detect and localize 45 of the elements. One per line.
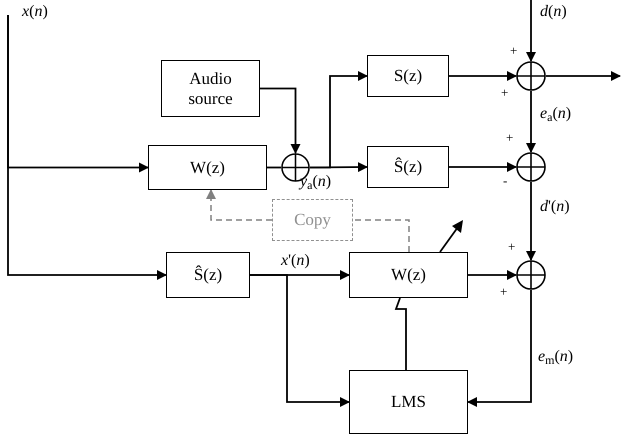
block-label: S(z): [392, 66, 424, 86]
block-label: Copy: [293, 210, 332, 230]
arrow: [449, 162, 517, 172]
block-box: [349, 252, 468, 298]
signal-label: d(n): [540, 4, 567, 20]
block-box: [166, 252, 250, 298]
signal-label: x'(n): [281, 253, 310, 269]
block-label: Audio source: [187, 68, 234, 108]
arrow: [546, 71, 621, 81]
edge-label: d'(n): [540, 199, 570, 215]
signal-label: x(n): [22, 4, 48, 20]
dashed-connector: [206, 189, 272, 221]
edge-label: e$_{m}$(n): [538, 349, 574, 365]
block-box: [367, 55, 449, 97]
copy-box: [272, 199, 353, 241]
arrow: [467, 290, 532, 407]
arrow: [468, 270, 517, 280]
block-box: [349, 370, 468, 434]
arrow: [260, 88, 300, 154]
block-box: [161, 60, 260, 117]
summing-junction: [516, 260, 546, 290]
signal-label: +: [510, 44, 518, 57]
signal-label: +: [508, 240, 516, 253]
dashed-connector: [353, 219, 410, 252]
arrow: [526, 91, 536, 153]
edge-label: e$_{a}$(n): [540, 106, 572, 122]
summing-junction: [516, 61, 546, 91]
block-box: [367, 146, 449, 188]
block-box: [148, 145, 267, 190]
block-label: Ŝ(z): [192, 265, 224, 285]
signal-label: +: [500, 285, 508, 298]
block-label: Ŝ(z): [392, 157, 424, 177]
block-label: W(z): [390, 265, 427, 285]
arrow: [7, 15, 167, 280]
signal-label: +: [501, 86, 508, 99]
arrow: [526, 182, 536, 261]
arrow: [250, 274, 350, 407]
arrow: [449, 71, 517, 81]
block-label: LMS: [390, 392, 427, 412]
signal-label: +: [506, 131, 514, 144]
block-label: W(z): [189, 158, 226, 178]
arrow: [310, 162, 368, 172]
summing-junction: [516, 152, 546, 182]
signal-label: -: [503, 174, 508, 187]
arrow: [526, 0, 536, 62]
